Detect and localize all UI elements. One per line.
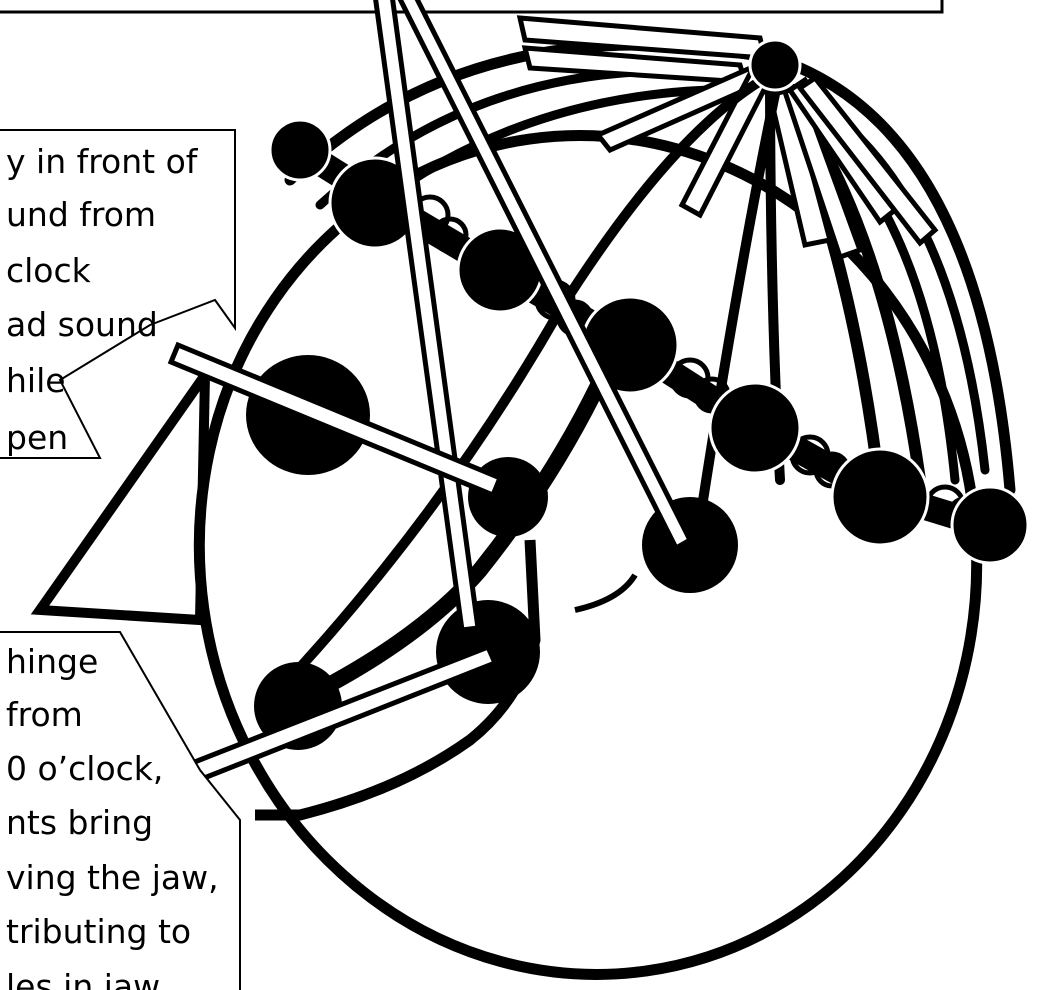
callout-upper-line-6: pen	[6, 418, 68, 457]
callout-lower-line-1: hinge	[6, 642, 98, 681]
callout-lower-line-2: from	[6, 695, 83, 734]
callout-lower: hinge from 0 o’clock, nts bring ving the…	[0, 632, 240, 990]
callout-lower-line-5: ving the jaw,	[6, 858, 219, 897]
callout-lower-line-4: nts bring	[6, 803, 153, 842]
callout-upper-line-1: y in front of	[6, 142, 199, 181]
callout-upper-line-2: und from	[6, 195, 156, 234]
callout-lower-line-6: tributing to	[6, 912, 191, 951]
callout-upper-line-3: clock	[6, 251, 92, 290]
callout-upper-line-4: ad sound	[6, 305, 158, 344]
top-callout-box	[0, 0, 942, 12]
callout-lower-line-7: les in jaw	[6, 967, 160, 990]
callout-upper-line-5: hile	[6, 361, 66, 400]
callout-lower-line-3: 0 o’clock,	[6, 749, 163, 788]
